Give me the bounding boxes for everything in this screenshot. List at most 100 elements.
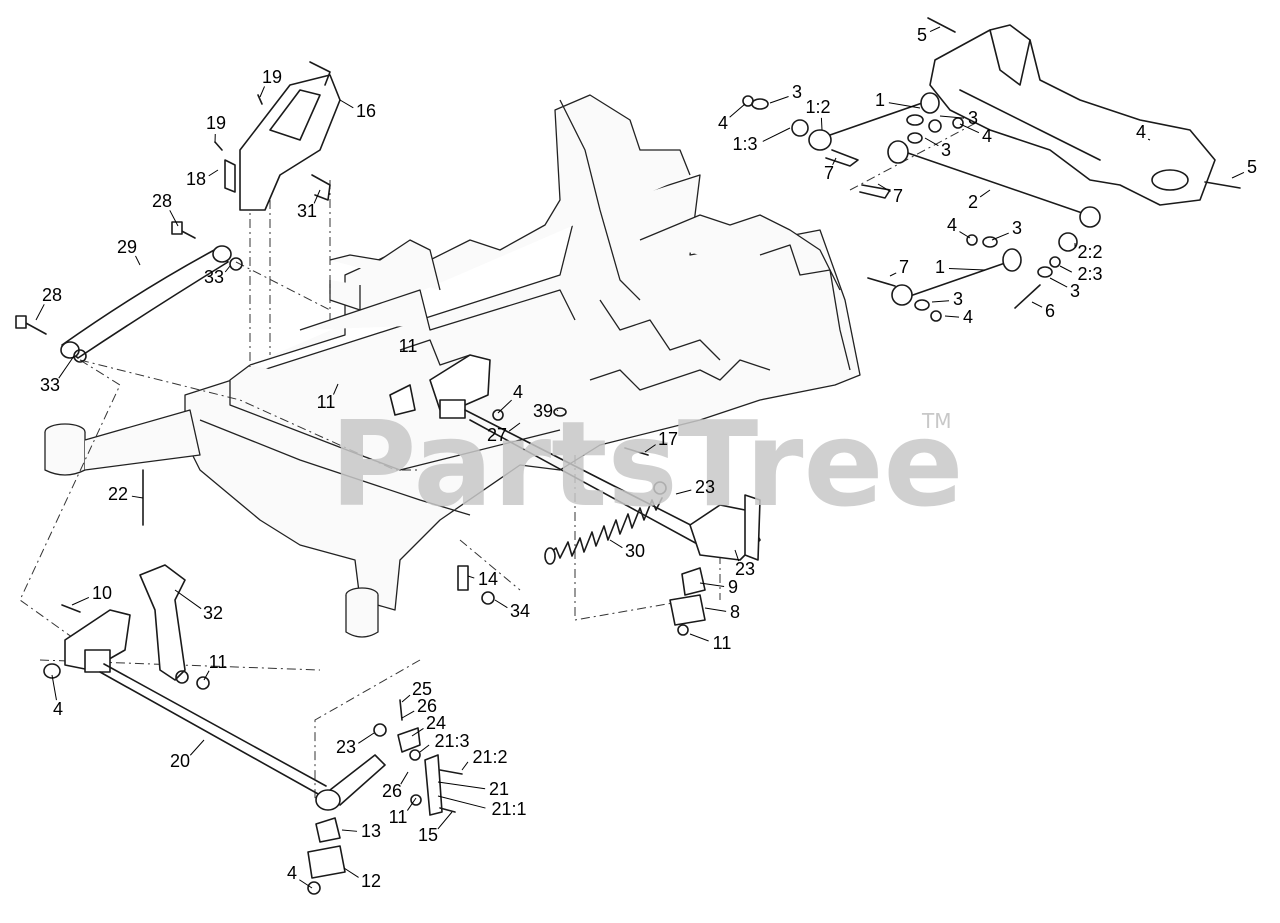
callout: 3 [931, 289, 963, 309]
leader-line [762, 127, 791, 142]
leader-line [224, 265, 231, 273]
leader-line [704, 607, 727, 612]
callout: 5 [1231, 157, 1257, 179]
lever-plate [214, 61, 341, 211]
leader-line [689, 633, 709, 642]
callout: 1:3 [732, 127, 791, 154]
callout-number: 7 [824, 163, 834, 183]
callout: 13 [341, 821, 381, 841]
callout-number: 3 [953, 289, 963, 309]
callout-number: 23 [735, 559, 755, 579]
leader-line [461, 761, 469, 771]
callout-number: 4 [982, 126, 992, 146]
callout-number: 5 [1247, 157, 1257, 177]
callout: 15 [418, 811, 453, 845]
callout: 2 [968, 189, 991, 212]
callout-number: 30 [625, 541, 645, 561]
leader-line [341, 829, 358, 832]
leader-line [734, 549, 740, 562]
callout-number: 4 [963, 307, 973, 327]
callout-number: 24 [426, 713, 446, 733]
leader-line [400, 771, 409, 785]
callout-number: 1 [935, 257, 945, 277]
leader-line [959, 231, 971, 239]
leader-line [609, 539, 623, 549]
callout-number: 33 [40, 375, 60, 395]
callout: 39 [533, 401, 559, 421]
leader-line [174, 589, 202, 610]
callout: 10 [71, 583, 112, 606]
callout-number: 2:2 [1077, 242, 1102, 262]
suspension-link-lower [867, 232, 1078, 322]
callout: 23 [675, 477, 715, 497]
callout-number: 1 [875, 90, 885, 110]
callout: 25 [401, 679, 432, 703]
leader-line [339, 99, 354, 109]
callout: 7 [877, 183, 903, 206]
chassis-frame [44, 94, 861, 638]
callout: 16 [339, 99, 376, 121]
callout-number: 9 [728, 577, 738, 597]
leader-line [1231, 172, 1245, 179]
leader-line [944, 315, 960, 318]
leader-line [769, 96, 789, 104]
leader-line [924, 137, 939, 147]
callout-number: 28 [42, 285, 62, 305]
callout: 11 [317, 383, 339, 412]
callout: 8 [704, 602, 740, 622]
leader-line [35, 304, 45, 321]
callout: 11 [389, 797, 417, 827]
callout-number: 11 [317, 392, 336, 412]
leader-line [948, 267, 986, 271]
leader-line [203, 670, 210, 681]
callout: 4 [959, 123, 992, 146]
leader-line [419, 744, 430, 753]
callout-number: 23 [695, 477, 715, 497]
callout-number: 25 [412, 679, 432, 699]
callout: 22 [108, 484, 144, 504]
callout: 2:2 [1074, 242, 1103, 262]
callout-number: 11 [209, 652, 228, 672]
callout: 24 [411, 713, 446, 737]
callout: 33 [40, 355, 75, 395]
linkage-plate [373, 699, 463, 816]
leader-line [343, 867, 359, 878]
leader-line [1049, 277, 1068, 288]
leader-line [820, 117, 823, 131]
callout-number: 6 [1045, 301, 1055, 321]
leader-line [299, 879, 313, 889]
callout-number: 3 [792, 82, 802, 102]
leader-line [508, 422, 521, 432]
callout-number: 2 [968, 192, 978, 212]
leader-line [169, 210, 179, 227]
callout: 4 [497, 382, 523, 414]
callout: 29 [117, 237, 141, 266]
suspension-link-long [859, 132, 1101, 228]
callout-number: 3 [968, 108, 978, 128]
callout-number: 17 [658, 429, 678, 449]
leader-line [889, 272, 897, 277]
leader-line [135, 255, 141, 266]
watermark-trademark: TM [921, 409, 951, 433]
callout: 23 [336, 732, 375, 757]
callout: 3 [769, 82, 802, 104]
callout: 9 [699, 577, 738, 597]
callout-number: 39 [533, 401, 553, 421]
callout-number: 32 [203, 603, 223, 623]
leader-line [939, 115, 965, 119]
callout: 30 [609, 539, 645, 561]
callout: 26 [401, 696, 437, 719]
leader-line [931, 300, 950, 303]
callout: 34 [494, 599, 530, 621]
callout-number: 3 [1070, 281, 1080, 301]
lower-left-bracket [43, 564, 386, 811]
leader-line [959, 123, 980, 134]
callout: 1:2 [805, 97, 831, 131]
leader-line [189, 739, 205, 756]
callout: 3 [939, 108, 978, 128]
leader-line [259, 86, 265, 98]
callout-number: 14 [478, 569, 498, 589]
leader-line [729, 103, 746, 118]
callout-number: 7 [899, 257, 909, 277]
